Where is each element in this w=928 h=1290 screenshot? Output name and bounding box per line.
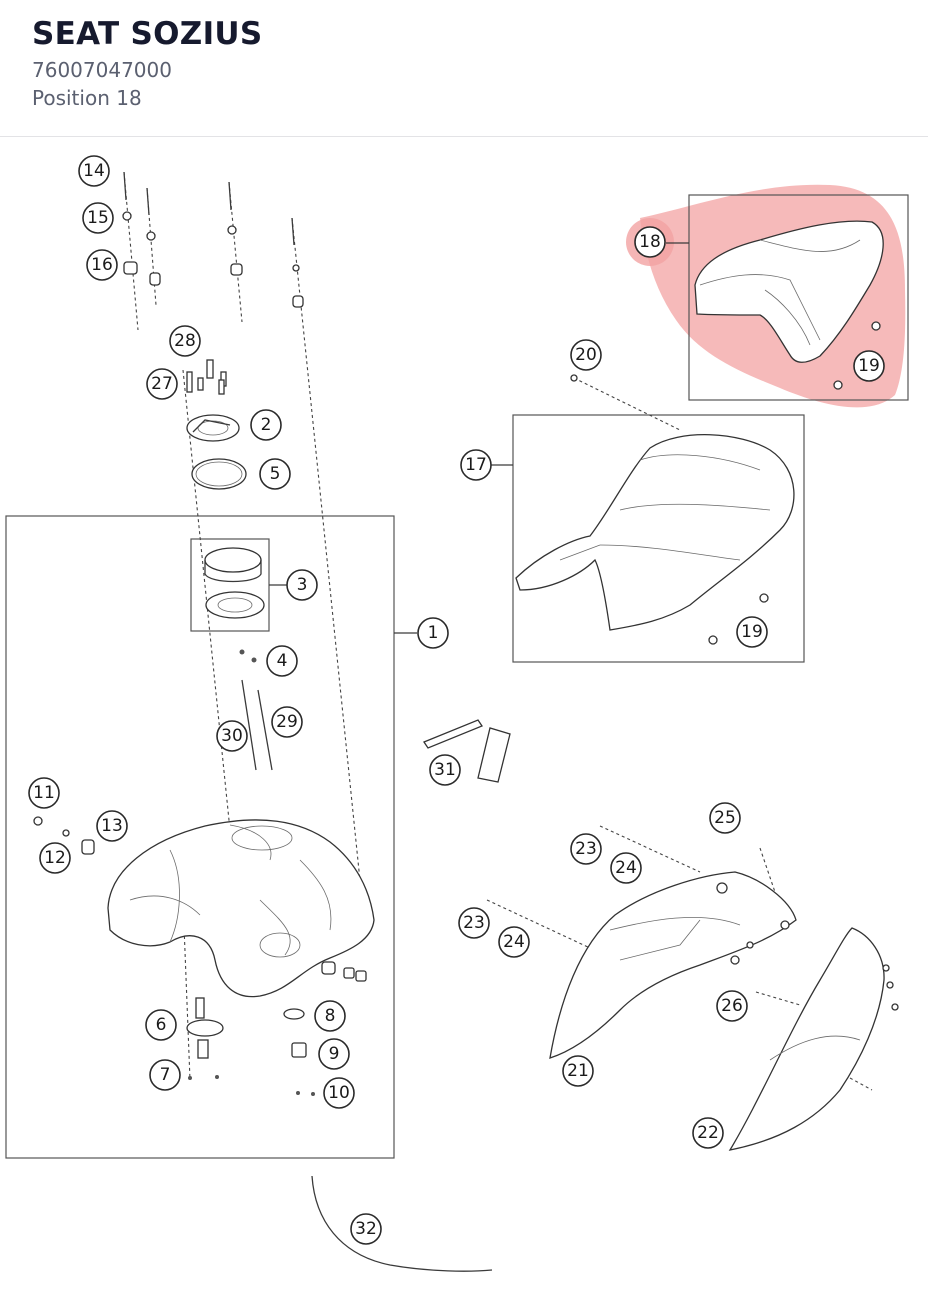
callout-32: 32: [350, 1213, 382, 1245]
callouts: 1 2 3 4 5 6 7 8 9 10 11 12 13 14 15 16 1…: [28, 155, 885, 1245]
bolts-14-16: [122, 171, 304, 308]
fuel-pump-fittings: [186, 997, 315, 1096]
svg-text:24: 24: [503, 932, 525, 952]
svg-text:1: 1: [428, 623, 439, 643]
svg-text:4: 4: [277, 651, 288, 671]
callout-23-lower: 23: [458, 907, 490, 939]
callout-19-pillion: 19: [853, 350, 885, 382]
fuel-tank: [33, 816, 375, 998]
frame-seat-rider: [512, 414, 805, 663]
svg-text:20: 20: [575, 345, 597, 365]
svg-text:7: 7: [160, 1065, 171, 1085]
callout-17: 17: [460, 449, 492, 481]
exploded-parts-diagram: 1 2 3 4 5 6 7 8 9 10 11 12 13 14 15 16 1…: [5, 155, 909, 1272]
svg-text:15: 15: [87, 208, 109, 228]
callout-15: 15: [82, 202, 114, 234]
callout-18: 18: [634, 226, 666, 258]
svg-text:2: 2: [261, 415, 272, 435]
part-31: [423, 719, 511, 783]
svg-text:10: 10: [328, 1083, 350, 1103]
callout-27: 27: [146, 368, 178, 400]
callout-7: 7: [149, 1059, 181, 1091]
callout-3: 3: [286, 569, 318, 601]
svg-text:3: 3: [297, 575, 308, 595]
part-number: 76007047000: [32, 58, 172, 82]
svg-text:28: 28: [174, 331, 196, 351]
position-label: Position 18: [32, 86, 142, 110]
callout-22: 22: [692, 1117, 724, 1149]
svg-text:19: 19: [741, 622, 763, 642]
callout-9: 9: [318, 1038, 350, 1070]
svg-text:14: 14: [83, 161, 105, 181]
callout-19-rider: 19: [736, 616, 768, 648]
svg-text:23: 23: [463, 913, 485, 933]
side-cover: [728, 927, 899, 1151]
callout-21: 21: [562, 1055, 594, 1087]
callout-20: 20: [570, 339, 602, 371]
callout-24-upper: 24: [610, 852, 642, 884]
callout-16: 16: [86, 249, 118, 281]
seat-bolt: [570, 374, 578, 382]
part-title: SEAT SOZIUS: [32, 16, 263, 52]
svg-text:27: 27: [151, 374, 173, 394]
svg-text:21: 21: [567, 1061, 589, 1081]
callout-2: 2: [250, 409, 282, 441]
callout-14: 14: [78, 155, 110, 187]
svg-text:12: 12: [44, 848, 66, 868]
svg-text:9: 9: [329, 1044, 340, 1064]
svg-text:24: 24: [615, 858, 637, 878]
rear-fender: [549, 871, 797, 1059]
svg-text:17: 17: [465, 455, 487, 475]
frame-tank-assembly: [5, 515, 395, 1159]
callout-13: 13: [96, 810, 128, 842]
part-header: SEAT SOZIUS 76007047000 Position 18: [0, 0, 928, 137]
callout-12: 12: [39, 842, 71, 874]
fuel-hose: [311, 1175, 493, 1272]
svg-text:6: 6: [156, 1015, 167, 1035]
filler-cap: [186, 359, 273, 771]
svg-text:30: 30: [221, 726, 243, 746]
callout-10: 10: [323, 1077, 355, 1109]
svg-text:31: 31: [434, 760, 456, 780]
callout-5: 5: [259, 458, 291, 490]
svg-text:5: 5: [270, 464, 281, 484]
svg-text:16: 16: [91, 255, 113, 275]
svg-text:22: 22: [697, 1123, 719, 1143]
callout-28: 28: [169, 325, 201, 357]
svg-text:8: 8: [325, 1006, 336, 1026]
callout-11: 11: [28, 777, 60, 809]
callout-30: 30: [216, 720, 248, 752]
svg-text:13: 13: [101, 816, 123, 836]
svg-text:29: 29: [276, 712, 298, 732]
svg-text:25: 25: [714, 808, 736, 828]
callout-1: 1: [417, 617, 449, 649]
callout-6: 6: [145, 1009, 177, 1041]
leader-lines: [269, 242, 689, 634]
callout-23-upper: 23: [570, 833, 602, 865]
svg-text:19: 19: [858, 356, 880, 376]
pillion-seat: [694, 220, 884, 390]
callout-25: 25: [709, 802, 741, 834]
svg-text:32: 32: [355, 1219, 377, 1239]
callout-24-lower: 24: [498, 926, 530, 958]
frame-seat-pillion: [688, 194, 909, 401]
svg-text:11: 11: [33, 783, 55, 803]
callout-29: 29: [271, 706, 303, 738]
svg-text:26: 26: [721, 996, 743, 1016]
svg-text:18: 18: [639, 232, 661, 252]
rider-seat: [515, 434, 795, 645]
callout-4: 4: [266, 645, 298, 677]
svg-text:23: 23: [575, 839, 597, 859]
callout-26: 26: [716, 990, 748, 1022]
callout-31: 31: [429, 754, 461, 786]
callout-8: 8: [314, 1000, 346, 1032]
